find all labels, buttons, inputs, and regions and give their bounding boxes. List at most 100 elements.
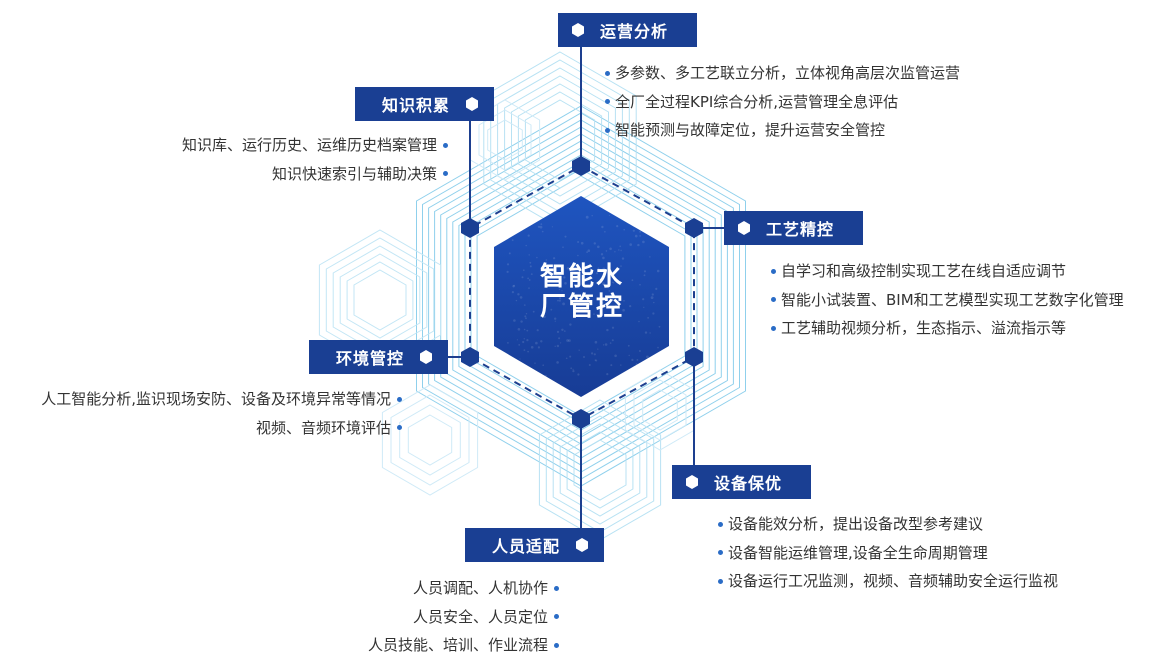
texture-dot	[581, 242, 584, 245]
texture-dot	[649, 256, 650, 257]
texture-dot	[561, 329, 563, 331]
list-item: 设备智能运维管理,设备全生命周期管理	[718, 539, 1058, 568]
texture-dot	[557, 345, 559, 347]
texture-dot	[531, 346, 534, 349]
list-item: 全厂全过程KPI综合分析,运营管理全息评估	[605, 88, 960, 117]
bullet-icon	[443, 171, 448, 176]
texture-dot	[519, 358, 520, 359]
texture-dot	[542, 364, 544, 366]
texture-dot	[606, 373, 608, 375]
texture-dot	[609, 215, 610, 216]
hexagon-icon	[466, 97, 478, 111]
texture-dot	[558, 337, 560, 339]
texture-dot	[522, 341, 524, 343]
bullet-icon	[554, 614, 559, 619]
texture-dot	[507, 342, 509, 344]
environment-label: 环境管控	[336, 345, 404, 369]
decorative-hexagon	[408, 415, 451, 465]
process-list: 自学习和高级控制实现工艺在线自适应调节 智能小试装置、BIM和工艺模型实现工艺数…	[771, 257, 1124, 343]
texture-dot	[631, 359, 633, 361]
texture-dot	[594, 242, 596, 244]
texture-dot	[560, 342, 561, 343]
texture-dot	[518, 328, 521, 331]
texture-dot	[594, 353, 596, 355]
texture-dot	[526, 339, 528, 341]
texture-dot	[512, 239, 514, 241]
texture-dot	[614, 355, 617, 358]
texture-dot	[564, 330, 566, 332]
list-item-text: 全厂全过程KPI综合分析,运营管理全息评估	[615, 88, 898, 117]
list-item-text: 工艺辅助视频分析，生态指示、溢流指示等	[781, 314, 1066, 343]
texture-dot	[627, 371, 628, 372]
texture-dot	[524, 329, 526, 331]
bullet-icon	[554, 643, 559, 648]
texture-dot	[639, 374, 641, 376]
bullet-icon	[554, 586, 559, 591]
texture-dot	[583, 356, 585, 358]
texture-dot	[556, 361, 559, 364]
bullet-icon	[771, 297, 776, 302]
list-item-text: 视频、音频环境评估	[256, 414, 391, 443]
texture-dot	[595, 341, 598, 344]
texture-dot	[521, 219, 523, 221]
list-item-text: 人员调配、人机协作	[413, 574, 548, 603]
texture-dot	[641, 377, 643, 379]
hexagon-icon	[686, 475, 698, 489]
ops-label: 运营分析	[600, 18, 668, 42]
texture-dot	[659, 326, 661, 328]
texture-dot	[657, 347, 659, 349]
list-item-text: 设备能效分析，提出设备改型参考建议	[728, 510, 983, 539]
texture-dot	[541, 379, 543, 381]
hexagon-icon	[572, 23, 584, 37]
texture-dot	[506, 227, 507, 228]
list-item-text: 知识快速索引与辅助决策	[272, 160, 437, 189]
texture-dot	[597, 349, 598, 350]
bullet-icon	[605, 71, 610, 76]
texture-dot	[546, 259, 548, 261]
texture-dot	[553, 257, 555, 259]
list-item-text: 自学习和高级控制实现工艺在线自适应调节	[781, 257, 1066, 286]
texture-dot	[620, 250, 621, 251]
texture-dot	[642, 241, 645, 244]
list-item: 知识快速索引与辅助决策	[182, 160, 448, 189]
decorative-hexagon	[634, 380, 686, 440]
texture-dot	[515, 360, 518, 363]
hexagon-icon	[420, 350, 432, 364]
texture-dot	[620, 364, 621, 365]
node-top-right	[685, 218, 703, 238]
texture-dot	[566, 339, 569, 342]
bullet-icon	[718, 522, 723, 527]
ops-tag: 运营分析	[558, 13, 697, 47]
texture-dot	[625, 372, 626, 373]
texture-dot	[570, 367, 572, 369]
texture-dot	[604, 231, 606, 233]
process-tag: 工艺精控	[724, 211, 863, 245]
equipment-tag: 设备保优	[672, 465, 811, 499]
texture-dot	[513, 374, 515, 376]
texture-dot	[658, 372, 660, 374]
texture-dot	[524, 338, 525, 339]
center-title-line1: 智能水	[515, 262, 649, 292]
texture-dot	[540, 223, 542, 225]
texture-dot	[649, 332, 650, 333]
equipment-list: 设备能效分析，提出设备改型参考建议 设备智能运维管理,设备全生命周期管理 设备运…	[718, 510, 1058, 596]
decorative-hexagon	[643, 390, 678, 430]
texture-dot	[552, 226, 553, 227]
decorative-hexagon	[340, 254, 420, 346]
list-item: 智能预测与故障定位，提升运营安全管控	[605, 116, 960, 145]
texture-dot	[637, 359, 639, 361]
texture-dot	[653, 302, 654, 303]
bullet-icon	[771, 326, 776, 331]
list-item-text: 知识库、运行历史、运维历史档案管理	[182, 131, 437, 160]
texture-dot	[636, 363, 638, 365]
texture-dot	[513, 229, 514, 230]
bullet-icon	[397, 425, 402, 430]
texture-dot	[639, 350, 641, 352]
decorative-hexagon	[354, 270, 406, 330]
texture-dot	[542, 231, 544, 233]
texture-dot	[639, 231, 641, 233]
texture-dot	[592, 215, 593, 216]
texture-dot	[517, 374, 518, 375]
texture-dot	[616, 225, 618, 227]
texture-dot	[606, 250, 608, 252]
